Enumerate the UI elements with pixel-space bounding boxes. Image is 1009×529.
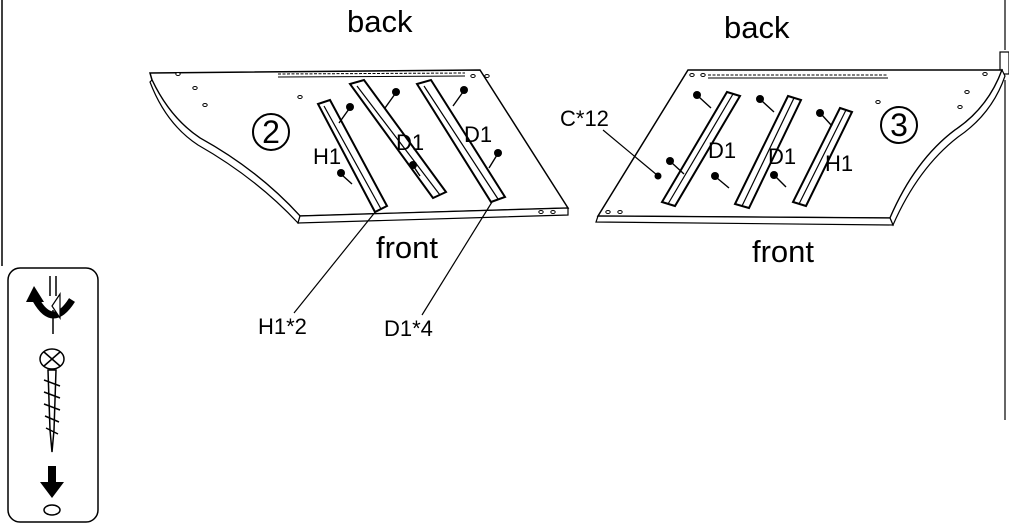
- screw-icon: [39, 348, 65, 453]
- rotate-clockwise-icon: [26, 276, 75, 334]
- part-label-h1-right: H1: [825, 151, 854, 176]
- hole-icon: [43, 504, 61, 516]
- tool-legend-box: [7, 267, 99, 523]
- part-label-d1-left-a: D1: [396, 130, 425, 155]
- back-label-right: back: [724, 10, 790, 45]
- left-panel-board: [149, 69, 570, 316]
- callout-c-count: C*12: [560, 106, 609, 131]
- back-label-left: back: [347, 4, 413, 39]
- front-label-right: front: [752, 234, 815, 269]
- step-number-2: 2: [252, 113, 290, 151]
- part-label-d1-right-a: D1: [708, 138, 737, 163]
- callout-d1-count: D1*4: [384, 316, 433, 341]
- front-label-left: front: [376, 230, 439, 265]
- step-number-3: 3: [880, 106, 918, 144]
- part-label-d1-left-b: D1: [464, 122, 493, 147]
- down-arrow-icon: [40, 466, 64, 498]
- part-label-d1-right-b: D1: [768, 144, 797, 169]
- callout-h1-count: H1*2: [258, 314, 307, 339]
- right-panel-board: [595, 68, 1006, 227]
- part-label-h1-left: H1: [313, 144, 342, 169]
